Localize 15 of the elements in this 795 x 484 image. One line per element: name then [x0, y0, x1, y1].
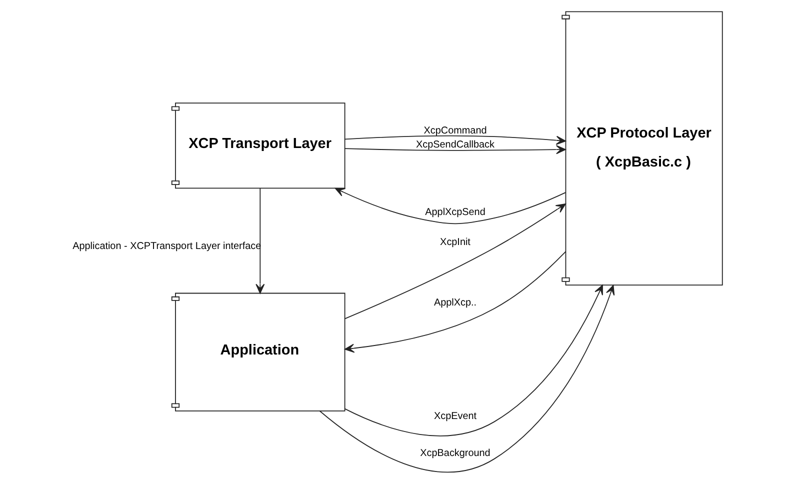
- arrow: [334, 188, 566, 224]
- edge-label: XcpCommand: [423, 126, 486, 137]
- edge-label: XcpEvent: [433, 410, 476, 422]
- arrow: [344, 203, 566, 320]
- arrow: [318, 284, 614, 473]
- edge-label: ApplXcpSend: [424, 207, 485, 218]
- arrow: [344, 135, 566, 145]
- edge-label: XcpInit: [440, 237, 470, 248]
- edge-label: XcpBackground: [420, 448, 490, 460]
- arrow: [344, 284, 602, 436]
- arrow: [344, 145, 566, 154]
- edge-label: XcpSendCallback: [416, 139, 494, 150]
- arrow: [255, 188, 264, 294]
- edge-label: ApplXcp..: [433, 298, 476, 309]
- arrow: [344, 251, 566, 353]
